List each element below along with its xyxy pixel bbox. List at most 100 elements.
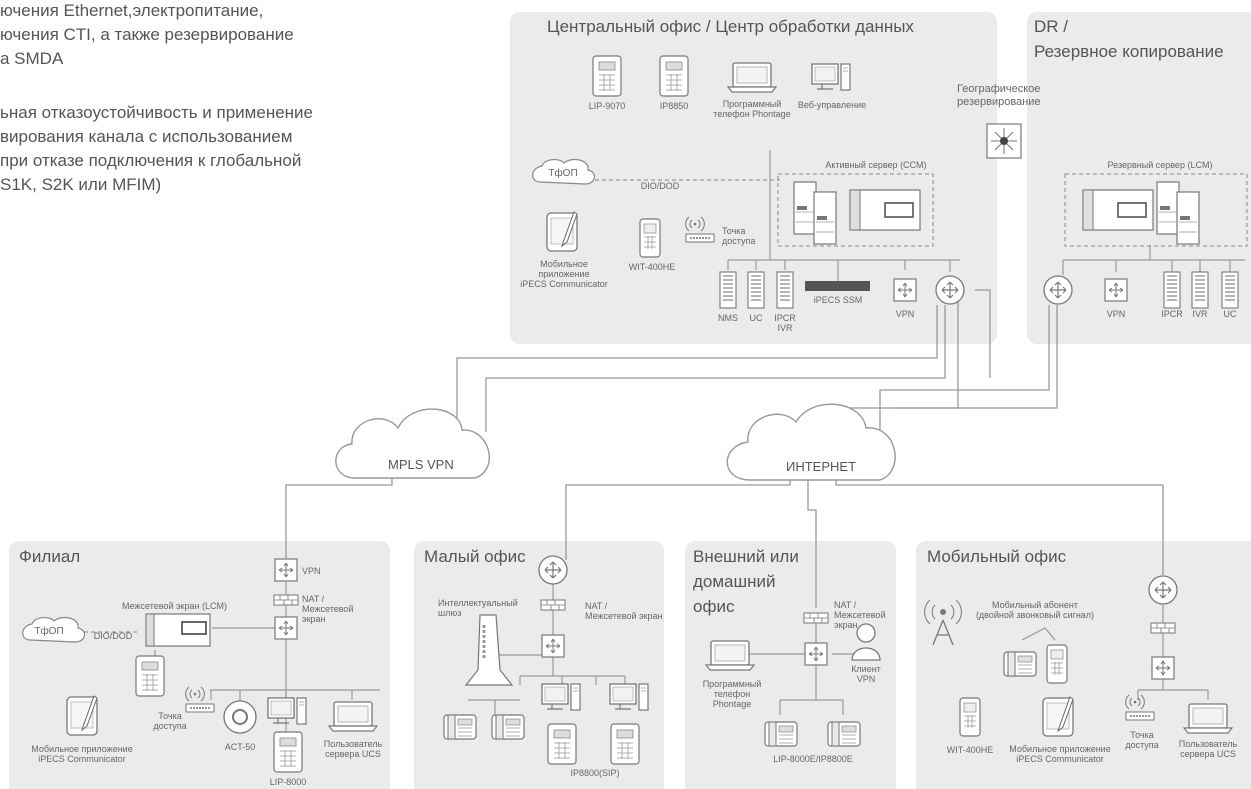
- label-communicator-mobile: Мобильное приложение: [1009, 744, 1111, 754]
- dr-ivr-server-icon: [1191, 271, 1209, 309]
- panel-title-dr: Резервное копирование: [1034, 42, 1224, 61]
- label-communicator: Мобильное: [540, 259, 588, 269]
- communicator-tablet-icon: [546, 211, 578, 252]
- branch-vpn-switch-icon: [274, 558, 298, 582]
- pstn-cloud-branch: [22, 616, 85, 643]
- branch-laptop-icon: [328, 701, 378, 732]
- small-router-icon: [538, 555, 568, 585]
- label-mobile-subscriber: Мобильный абонент: [992, 600, 1078, 610]
- softphone-laptop-icon: [727, 62, 777, 93]
- label-communicator-branch: Мобильное приложение: [31, 744, 133, 754]
- label-ap-mobile: доступа: [1125, 740, 1159, 750]
- label-access-point: Точка: [722, 226, 746, 236]
- label-geo: Географическое: [957, 83, 1041, 95]
- ipcr-server-icon: [776, 271, 794, 309]
- label-uc-central: UC: [749, 313, 763, 323]
- label-nat-home: Межсетевой: [834, 610, 886, 620]
- dr-uc-server-icon: [1221, 271, 1239, 309]
- label-nat-branch: Межсетевой: [302, 604, 354, 614]
- branch-firewall-icon: [273, 594, 299, 606]
- dr-ipcr-server-icon: [1163, 271, 1181, 309]
- label-lip8000: LIP-8000: [269, 777, 307, 787]
- intro-line: а SMDA: [0, 49, 64, 68]
- intro-line: вирования канала с использованием: [0, 127, 293, 146]
- central-router-icon: [935, 275, 965, 305]
- label-softphone-home: Программный: [702, 679, 762, 689]
- panel-title-central: Центральный офис / Центр обработки данны…: [547, 17, 914, 36]
- label-ip8850: IP8850: [659, 101, 689, 111]
- label-ssm: iPECS SSM: [813, 295, 863, 305]
- label-ucs-mobile: сервера UCS: [1180, 749, 1236, 759]
- label-vpn-central: VPN: [895, 309, 915, 319]
- label-mobile-subscriber: (двойной звонковый сигнал): [975, 610, 1095, 620]
- lip8000e-phone-1-icon: [764, 721, 798, 747]
- label-lip8000e: LIP-8000E/IP8800E: [773, 754, 853, 764]
- label-backup-server: Резервный сервер (LCM): [1107, 160, 1213, 170]
- small-phone-2-icon: [491, 714, 525, 740]
- ip8800-phone-1-icon: [547, 723, 577, 765]
- label-nat-home: экран: [834, 620, 858, 630]
- backup-chassis-icon: [1082, 189, 1154, 231]
- home-firewall-icon: [803, 612, 829, 624]
- label-nat-branch: экран: [302, 614, 326, 624]
- label-diodod-branch: DIO/DOD: [93, 631, 133, 641]
- dr-router-icon: [1043, 275, 1073, 305]
- label-active-server: Активный сервер (CCM): [825, 160, 927, 170]
- lip8000e-phone-2-icon: [827, 721, 861, 747]
- label-firewall-lcm: Межсетевой экран (LCM): [122, 601, 227, 611]
- ip8850-phone-icon: [659, 55, 689, 97]
- act50-conference-icon: [223, 700, 257, 734]
- panel-title-branch: Филиал: [19, 547, 81, 566]
- branch-lcm-chassis-icon: [145, 613, 211, 647]
- panel-title-dr: DR /: [1034, 17, 1068, 36]
- label-softphone: телефон Phontage: [713, 109, 791, 119]
- label-act50: ACT-50: [224, 742, 256, 752]
- geo-redundancy-icon: [986, 123, 1022, 159]
- label-ucs-mobile: Пользователь: [1178, 739, 1238, 749]
- label-ivr-central: IVR: [777, 323, 793, 333]
- label-ipcr-central: IPCR: [774, 313, 796, 323]
- label-vpn-client: VPN: [856, 674, 876, 684]
- home-switch-icon: [804, 642, 828, 666]
- label-ap-branch: доступа: [153, 721, 187, 731]
- panel-title-small: Малый офис: [424, 547, 526, 566]
- wit400he-phone-icon: [639, 218, 661, 258]
- label-nms: NMS: [718, 313, 738, 323]
- label-wit400he: WIT-400HE: [628, 262, 676, 272]
- small-switch-icon: [541, 634, 565, 658]
- vpn-switch-icon: [893, 278, 917, 302]
- label-ipcr-dr: IPCR: [1161, 309, 1183, 319]
- nms-server-icon: [719, 271, 737, 309]
- label-ap-mobile: Точка: [1130, 730, 1154, 740]
- label-diodod-central: DIO/DOD: [640, 181, 680, 191]
- mobile-smartphone-icon: [1046, 644, 1068, 684]
- label-lip9070: LIP-9070: [588, 101, 626, 111]
- mobile-wit400he-icon: [959, 697, 981, 737]
- label-softphone: Программный: [722, 99, 782, 109]
- panel-title-home: офис: [693, 597, 735, 616]
- dr-vpn-switch-icon: [1104, 278, 1128, 302]
- label-softphone-home: телефон: [713, 689, 751, 699]
- intro-line: ьная отказоустойчивость и применение: [0, 103, 314, 122]
- small-firewall-icon: [540, 599, 566, 611]
- label-ucs-branch: Пользователь: [323, 739, 383, 749]
- label-communicator: iPECS Communicator: [520, 279, 608, 289]
- label-vpn-branch: VPN: [302, 566, 321, 576]
- label-nat-small: NAT /: [585, 601, 608, 611]
- small-phone-1-icon: [443, 714, 477, 740]
- label-ap-branch: Точка: [158, 711, 182, 721]
- label-smart-gateway: шлюз: [438, 608, 462, 618]
- panel-title-mobile: Мобильный офис: [927, 547, 1067, 566]
- label-pstn-branch: ТфОП: [34, 626, 64, 637]
- panel-title-home: домашний: [693, 572, 776, 591]
- label-nat-home: NAT /: [834, 600, 857, 610]
- lip9070-phone-icon: [592, 55, 622, 97]
- label-web-mgmt: Веб-управление: [797, 100, 867, 110]
- mobile-tablet-icon: [1042, 696, 1074, 737]
- label-wit400he-mobile: WIT-400HE: [946, 745, 994, 755]
- label-softphone-home: Phontage: [712, 699, 752, 709]
- branch-tablet-icon: [66, 695, 98, 736]
- label-communicator: приложение: [538, 269, 590, 279]
- mobile-laptop-icon: [1183, 703, 1233, 734]
